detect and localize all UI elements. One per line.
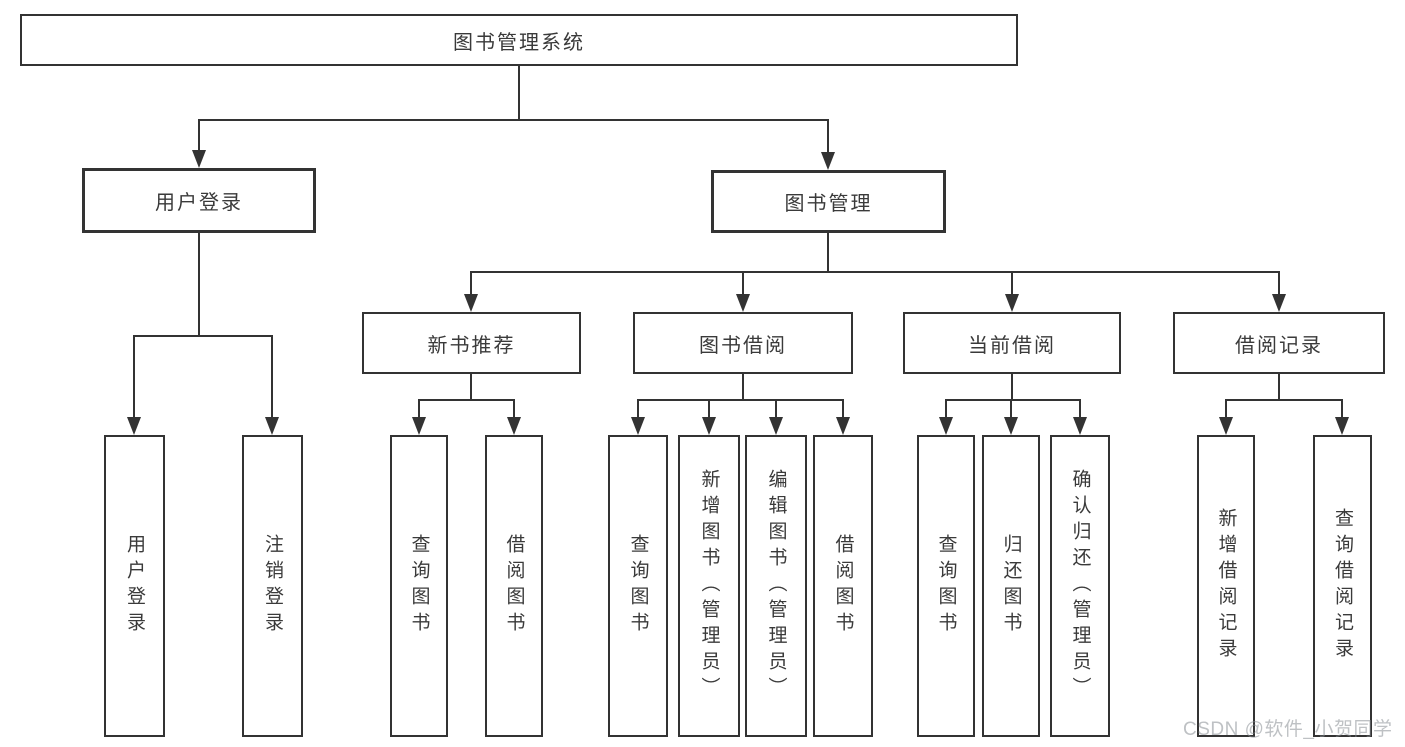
leaf-add-borrow-record: 新增借阅记录 — [1197, 435, 1255, 737]
connector-hline — [945, 399, 1081, 401]
connector-hline — [470, 271, 1280, 273]
arrowhead-down-icon — [412, 417, 426, 435]
arrowhead-down-icon — [1005, 294, 1019, 312]
connector-vline — [418, 399, 420, 417]
connector-vline — [1278, 374, 1280, 399]
connector-vline — [708, 399, 710, 417]
connector-vline — [271, 335, 273, 417]
connector-vline — [513, 399, 515, 417]
connector-vline — [742, 374, 744, 399]
arrowhead-down-icon — [821, 152, 835, 170]
connector-vline — [775, 399, 777, 417]
watermark: CSDN @软件_小贺同学 — [1183, 719, 1393, 740]
leaf-logout: 注销登录 — [242, 435, 303, 737]
arrowhead-down-icon — [1335, 417, 1349, 435]
leaf-query-borrow-record: 查询借阅记录 — [1313, 435, 1372, 737]
connector-vline — [1011, 271, 1013, 294]
connector-vline — [133, 335, 135, 417]
node-user-login: 用户登录 — [82, 168, 316, 233]
connector-vline — [198, 233, 200, 335]
arrowhead-down-icon — [769, 417, 783, 435]
leaf-user-login: 用户登录 — [104, 435, 165, 737]
connector-hline — [133, 335, 273, 337]
node-root: 图书管理系统 — [20, 14, 1018, 66]
arrowhead-down-icon — [1219, 417, 1233, 435]
arrowhead-down-icon — [265, 417, 279, 435]
leaf-add-book-admin: 新增图书（管理员） — [678, 435, 740, 737]
connector-vline — [742, 271, 744, 294]
connector-vline — [1079, 399, 1081, 417]
connector-hline — [198, 119, 829, 121]
leaf-borrow-books-recommend: 借阅图书 — [485, 435, 543, 737]
connector-vline — [470, 271, 472, 294]
arrowhead-down-icon — [631, 417, 645, 435]
connector-vline — [1341, 399, 1343, 417]
leaf-return-books: 归还图书 — [982, 435, 1040, 737]
arrowhead-down-icon — [1272, 294, 1286, 312]
connector-vline — [1278, 271, 1280, 294]
leaf-query-books-borrowing: 查询图书 — [608, 435, 668, 737]
arrowhead-down-icon — [464, 294, 478, 312]
connector-vline — [1225, 399, 1227, 417]
node-new-book-recommend: 新书推荐 — [362, 312, 581, 374]
node-current-borrowing: 当前借阅 — [903, 312, 1121, 374]
arrowhead-down-icon — [939, 417, 953, 435]
leaf-query-books-recommend: 查询图书 — [390, 435, 448, 737]
connector-vline — [827, 119, 829, 152]
node-book-borrowing: 图书借阅 — [633, 312, 853, 374]
arrowhead-down-icon — [192, 150, 206, 168]
arrowhead-down-icon — [836, 417, 850, 435]
arrowhead-down-icon — [1004, 417, 1018, 435]
arrowhead-down-icon — [702, 417, 716, 435]
connector-hline — [418, 399, 515, 401]
connector-vline — [518, 66, 520, 119]
leaf-query-books-current: 查询图书 — [917, 435, 975, 737]
leaf-confirm-return-admin: 确认归还（管理员） — [1050, 435, 1110, 737]
arrowhead-down-icon — [507, 417, 521, 435]
connector-vline — [842, 399, 844, 417]
connector-vline — [1010, 399, 1012, 417]
arrowhead-down-icon — [736, 294, 750, 312]
connector-vline — [1011, 374, 1013, 399]
arrowhead-down-icon — [127, 417, 141, 435]
connector-vline — [198, 119, 200, 150]
connector-vline — [637, 399, 639, 417]
node-book-management: 图书管理 — [711, 170, 946, 233]
connector-vline — [945, 399, 947, 417]
connector-hline — [1225, 399, 1343, 401]
leaf-borrow-books-borrowing: 借阅图书 — [813, 435, 873, 737]
connector-vline — [470, 374, 472, 399]
arrowhead-down-icon — [1073, 417, 1087, 435]
leaf-edit-book-admin: 编辑图书（管理员） — [745, 435, 807, 737]
connector-vline — [827, 233, 829, 271]
node-borrow-records: 借阅记录 — [1173, 312, 1385, 374]
connector-hline — [637, 399, 844, 401]
